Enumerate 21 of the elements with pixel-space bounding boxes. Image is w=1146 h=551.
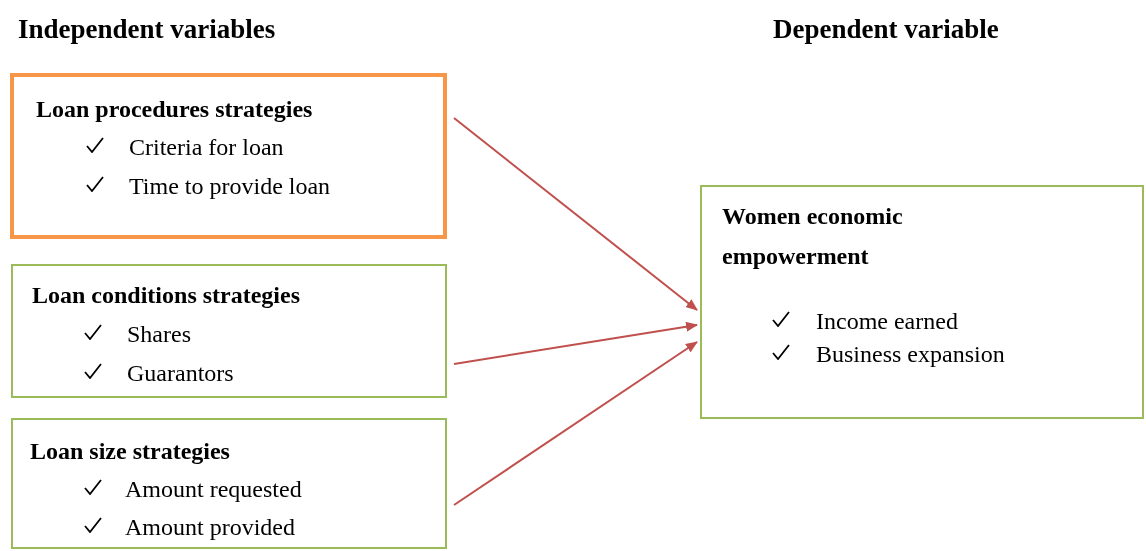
column-heading: Independent variables [18, 14, 276, 45]
indicator-text: Amount provided [125, 513, 295, 541]
indicator-text: Income earned [816, 307, 958, 335]
column-heading: Dependent variable [773, 14, 999, 45]
indicator-text: Amount requested [125, 475, 302, 503]
box-title: Loan procedures strategies [36, 95, 314, 124]
variable-box [11, 418, 447, 549]
variable-box [11, 264, 447, 398]
arrow [453, 341, 698, 506]
arrow [453, 321, 698, 365]
variable-box [700, 185, 1144, 419]
indicator-text: Time to provide loan [129, 172, 331, 200]
box-title: Loan conditions strategies [32, 281, 301, 310]
arrow [453, 117, 698, 311]
indicator-text: Criteria for loan [129, 133, 284, 161]
indicator-text: Business expansion [816, 340, 1005, 368]
box-title: Women economic empowerment [722, 202, 904, 271]
variable-box [10, 73, 447, 239]
indicator-text: Guarantors [127, 359, 234, 387]
box-title: Loan size strategies [30, 437, 231, 466]
indicator-text: Shares [127, 320, 191, 348]
